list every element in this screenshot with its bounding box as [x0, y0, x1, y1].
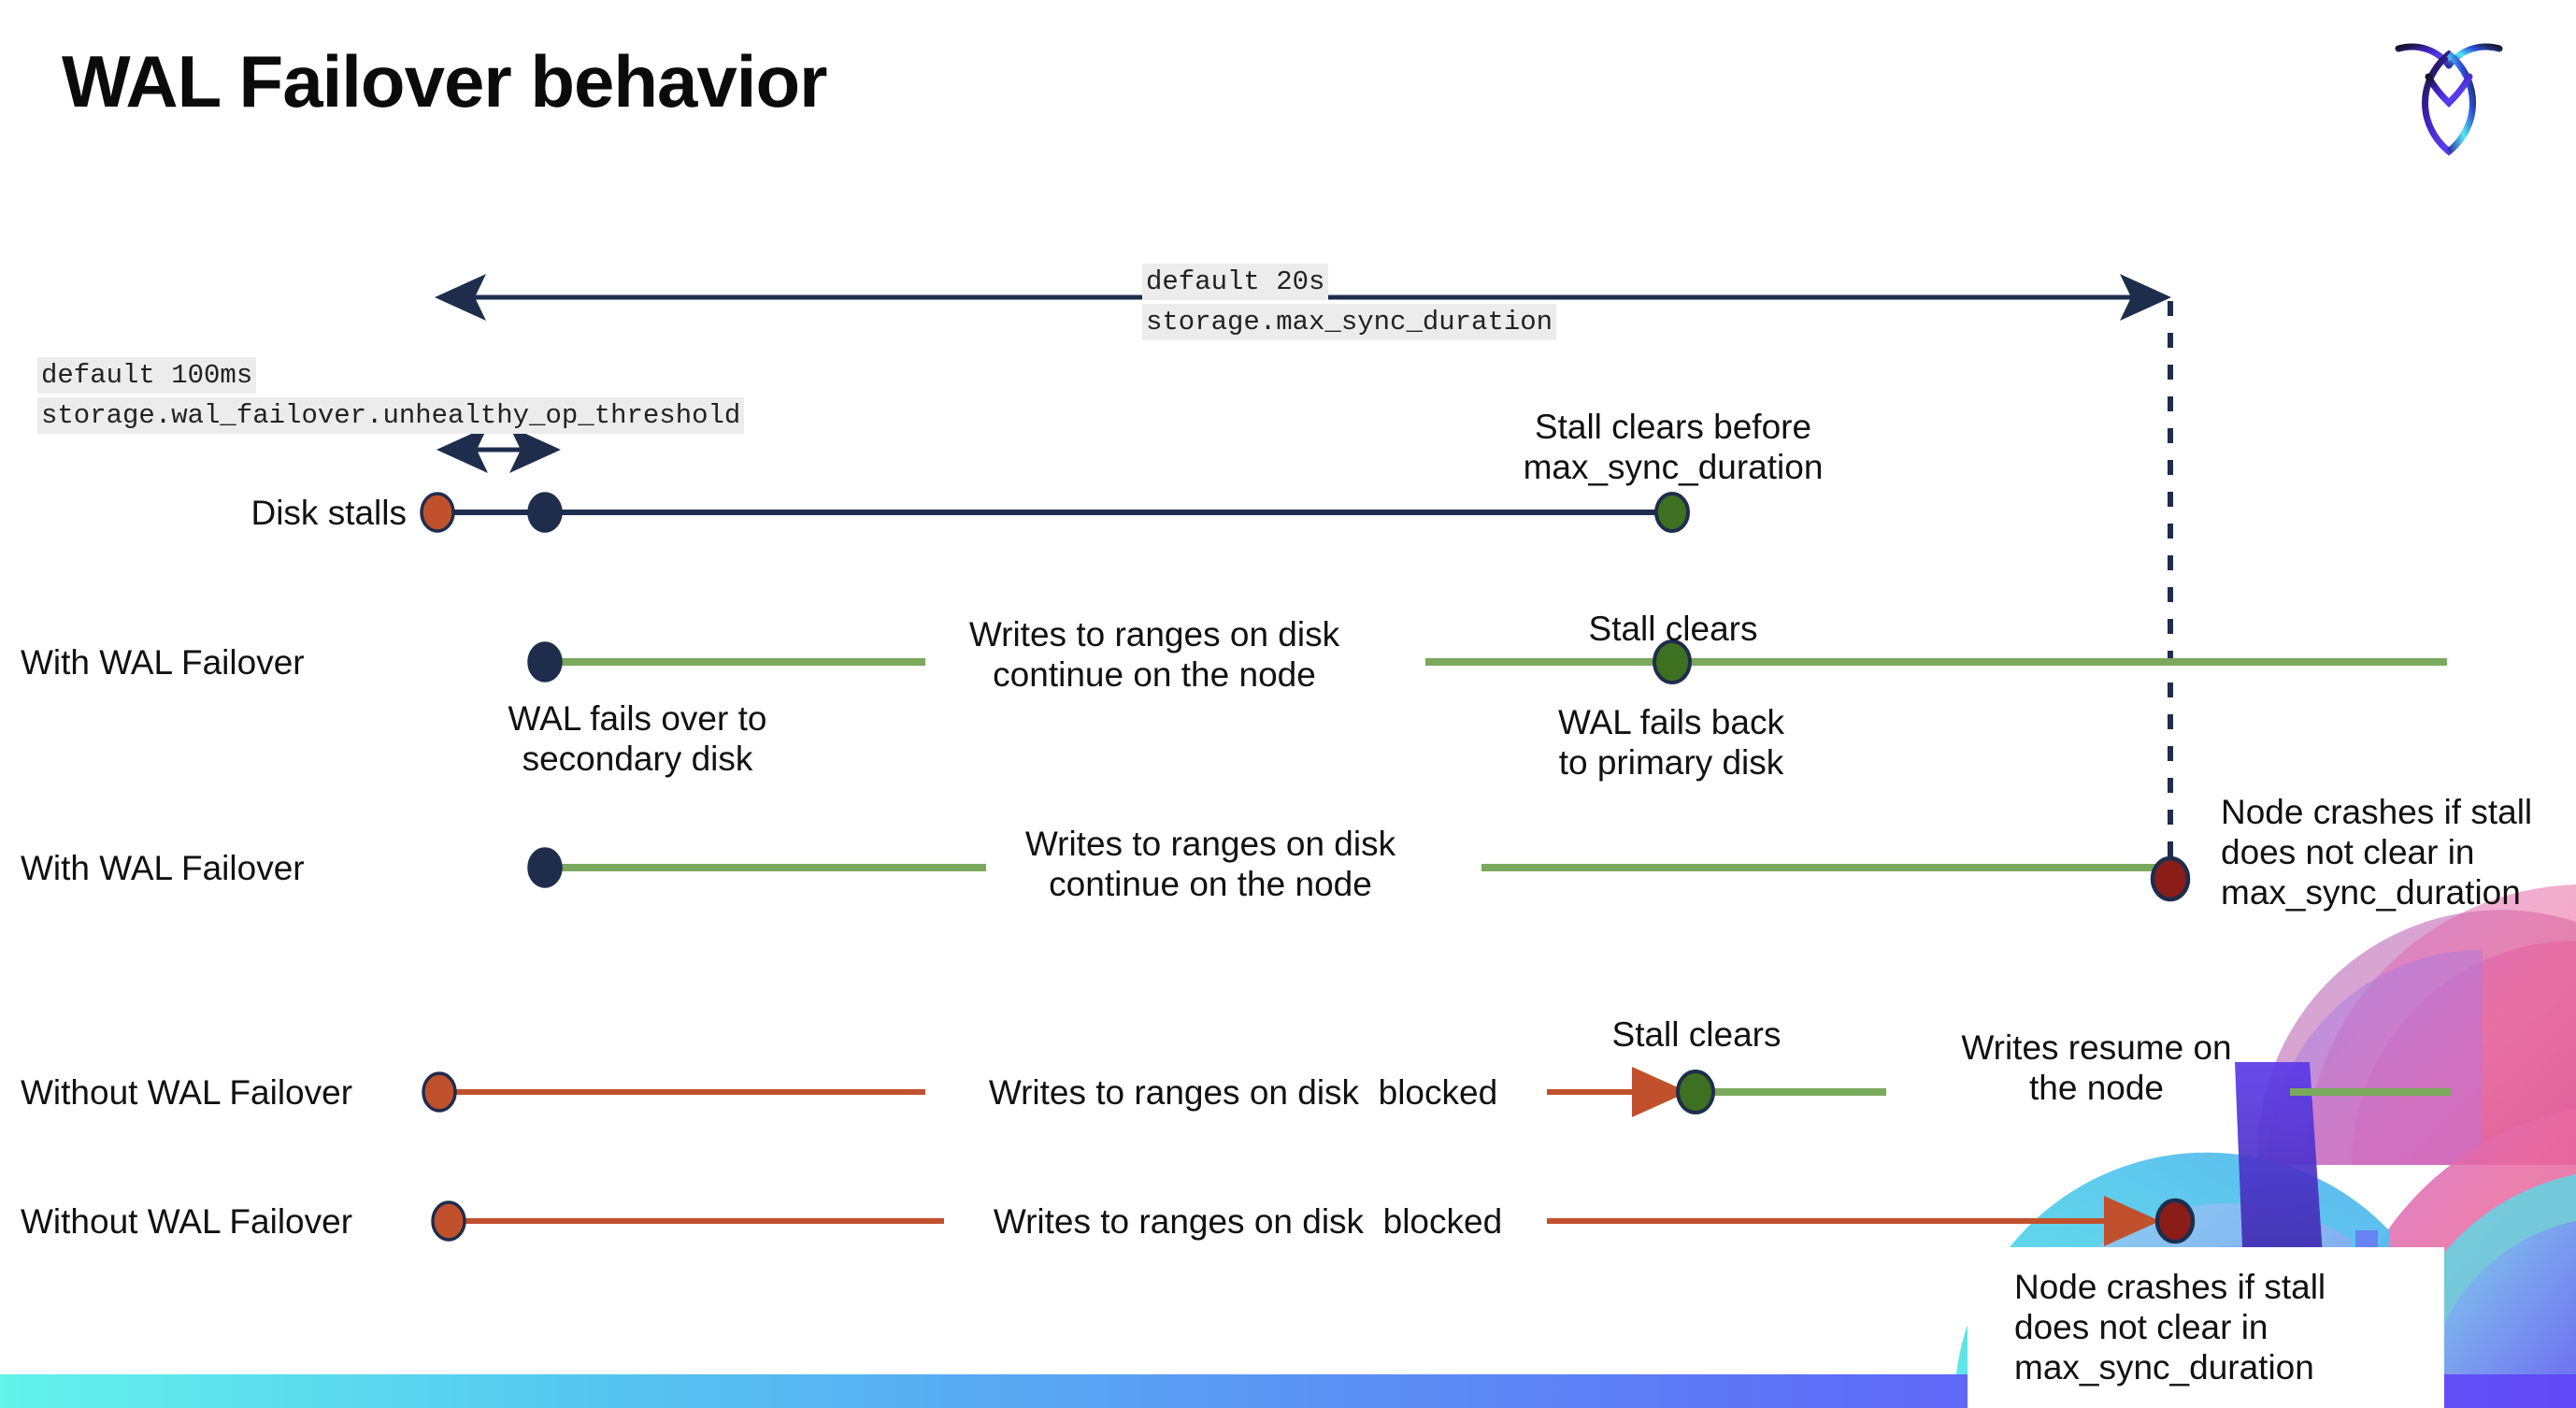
node-crashes-callout-box: [1968, 1247, 2444, 1408]
unhealthy-op-threshold-default: default 100ms: [37, 357, 257, 395]
max-sync-duration-default: default 20s: [1142, 264, 1329, 301]
row-label-with-wal-failover-recovers: With WAL Failover: [21, 643, 305, 682]
cockroachdb-logo-icon: [2391, 28, 2507, 159]
row-without-wal-failover-crashes-track: [431, 1196, 2196, 1246]
annotation-writes-blocked-2: Writes to ranges on disk blocked: [993, 1202, 1503, 1241]
annotation-stall-clears: Stall clears: [1588, 610, 1758, 648]
orange-dot-marker: [431, 1200, 466, 1242]
annotation-writes-continue: Writes to ranges on disk continue on the…: [968, 615, 1340, 694]
annotation-node-crashes-2: Node crashes if stall does not clear in …: [2014, 1268, 2326, 1386]
max-sync-duration-name: storage.max_sync_duration: [1142, 304, 1557, 341]
green-dot-marker: [1676, 1070, 1715, 1114]
navy-dot-marker: [527, 641, 563, 682]
row-label-with-wal-failover-crashes: With WAL Failover: [21, 849, 305, 887]
dark-red-dot-marker: [2154, 1198, 2196, 1244]
row-disk-stalls-track: [420, 492, 1690, 533]
page-title: WAL Failover behavior: [62, 40, 827, 122]
annotation-writes-blocked: Writes to ranges on disk blocked: [988, 1073, 1498, 1112]
annotation-node-crashes-1: Node crashes if stall does not clear in …: [2221, 793, 2533, 912]
dark-red-dot-marker: [2150, 855, 2191, 902]
annotation-stall-clears-before: Stall clears before max_sync_duration: [1523, 408, 1824, 486]
orange-dot-marker: [422, 1071, 457, 1113]
row-without-wal-failover-recovers-track: [422, 1067, 2451, 1117]
navy-dot-marker: [527, 847, 563, 888]
annotation-wal-fails-over: WAL fails over to secondary disk: [508, 699, 767, 778]
orange-dot-marker: [420, 492, 455, 533]
annotation-stall-clears-2: Stall clears: [1611, 1015, 1782, 1054]
green-dot-marker: [1654, 492, 1690, 533]
navy-dot-marker: [527, 492, 563, 533]
green-dot-marker: [1653, 639, 1692, 684]
row-with-wal-failover-recovers-track: [527, 639, 2447, 684]
unhealthy-op-threshold-name: storage.wal_failover.unhealthy_op_thresh…: [37, 397, 745, 435]
row-label-disk-stalls: Disk stalls: [250, 494, 407, 532]
annotation-writes-continue-2: Writes to ranges on disk continue on the…: [1024, 825, 1396, 903]
row-with-wal-failover-crashes-track: [527, 847, 2191, 902]
annotation-wal-fails-back: WAL fails back to primary disk: [1558, 703, 1784, 782]
annotation-writes-resume: Writes resume on the node: [1961, 1028, 2232, 1107]
row-label-without-wal-failover-recovers: Without WAL Failover: [21, 1073, 353, 1112]
row-label-without-wal-failover-crashes: Without WAL Failover: [21, 1202, 353, 1241]
